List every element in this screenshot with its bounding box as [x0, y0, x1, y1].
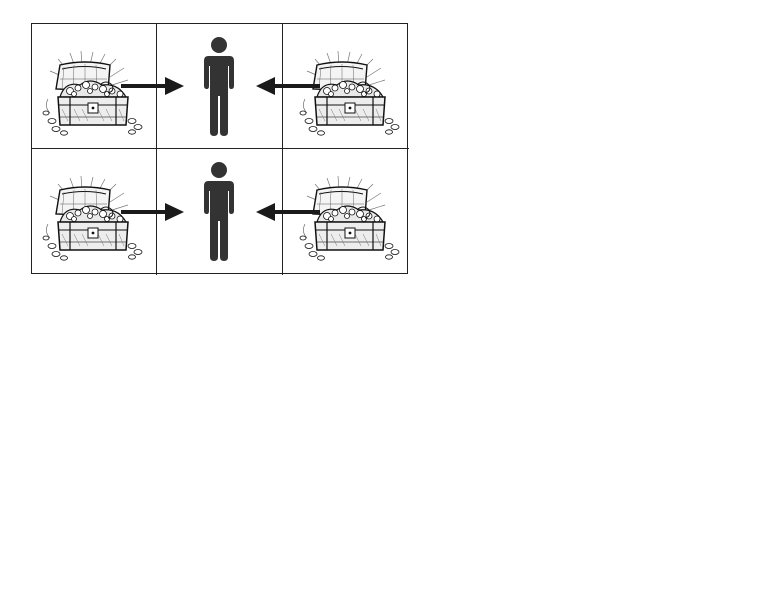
treasure-chest-icon [299, 50, 400, 136]
person-icon [204, 162, 234, 261]
cell-row1-left [32, 24, 157, 149]
cell-row1-center [157, 24, 283, 149]
treasure-chest-icon [299, 175, 400, 261]
treasure-chest-icon [42, 50, 143, 136]
treasure-person-grid [31, 23, 409, 275]
cell-row1-right [283, 24, 409, 149]
cell-row2-right [283, 149, 409, 275]
cell-row2-left [32, 149, 157, 275]
treasure-chest-icon [42, 175, 143, 261]
cell-row2-center [157, 149, 283, 275]
person-icon [204, 37, 234, 136]
